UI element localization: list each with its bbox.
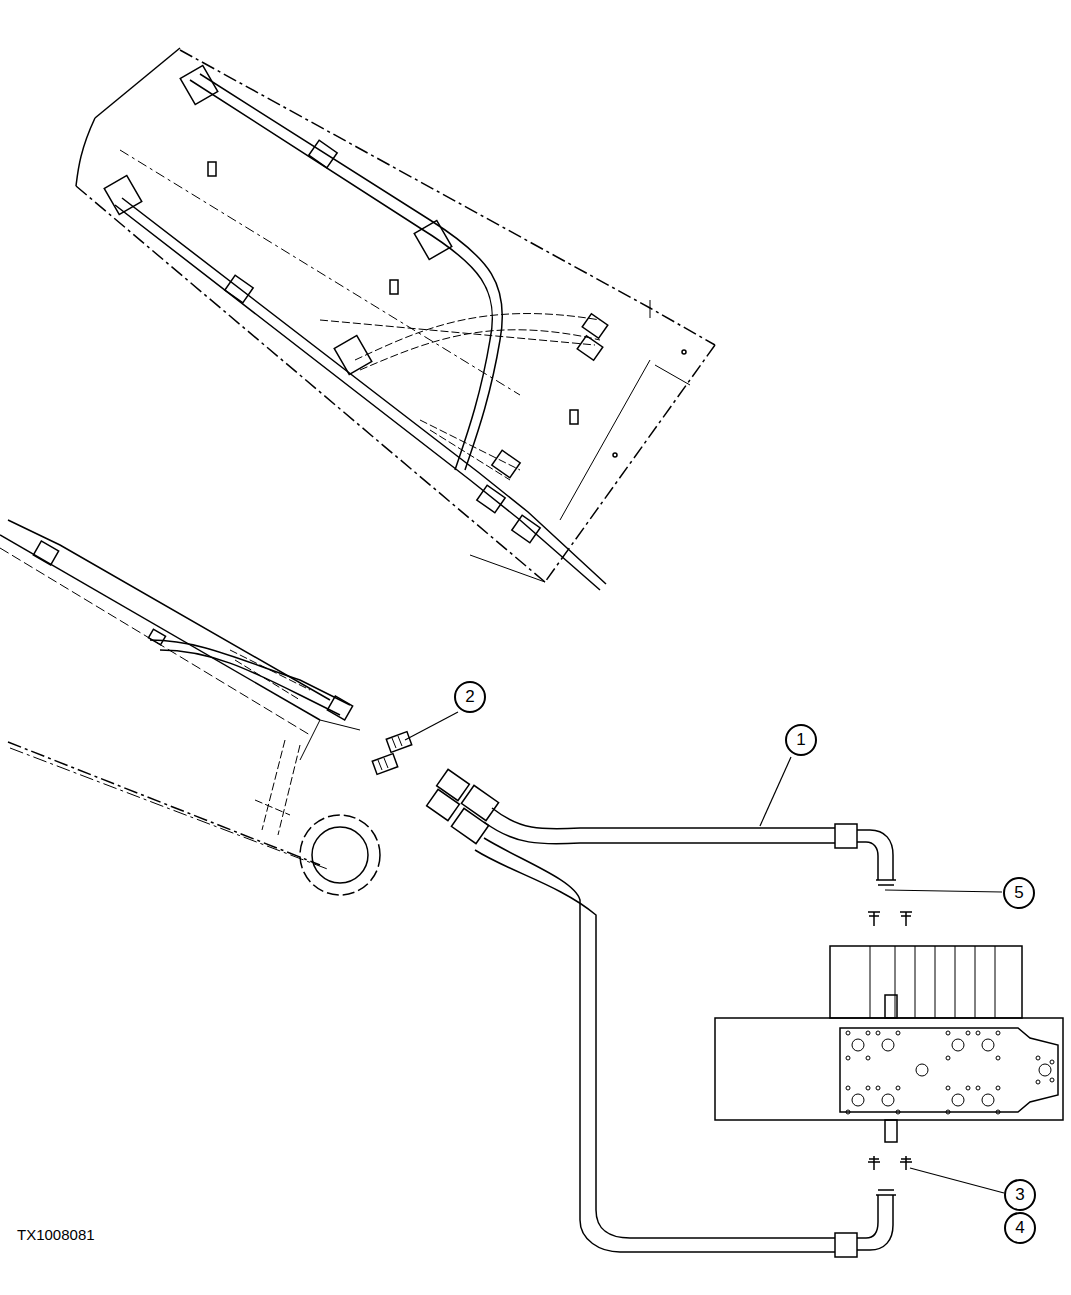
callout-number: 3 [1004,1179,1036,1211]
control-valve [715,946,1063,1142]
boom-section-lower [0,520,380,895]
drawing-number: TX1008081 [17,1226,95,1243]
leader-lines [405,712,1004,1193]
hydraulic-hoses [427,769,896,1257]
callout-number: 5 [1003,877,1035,909]
callout-number: 2 [454,681,486,713]
callout-number: 1 [785,724,817,756]
boom-section-upper [76,48,715,590]
bolts [868,912,912,1170]
clamp-halves [372,732,411,775]
callout-number: 4 [1004,1212,1036,1244]
